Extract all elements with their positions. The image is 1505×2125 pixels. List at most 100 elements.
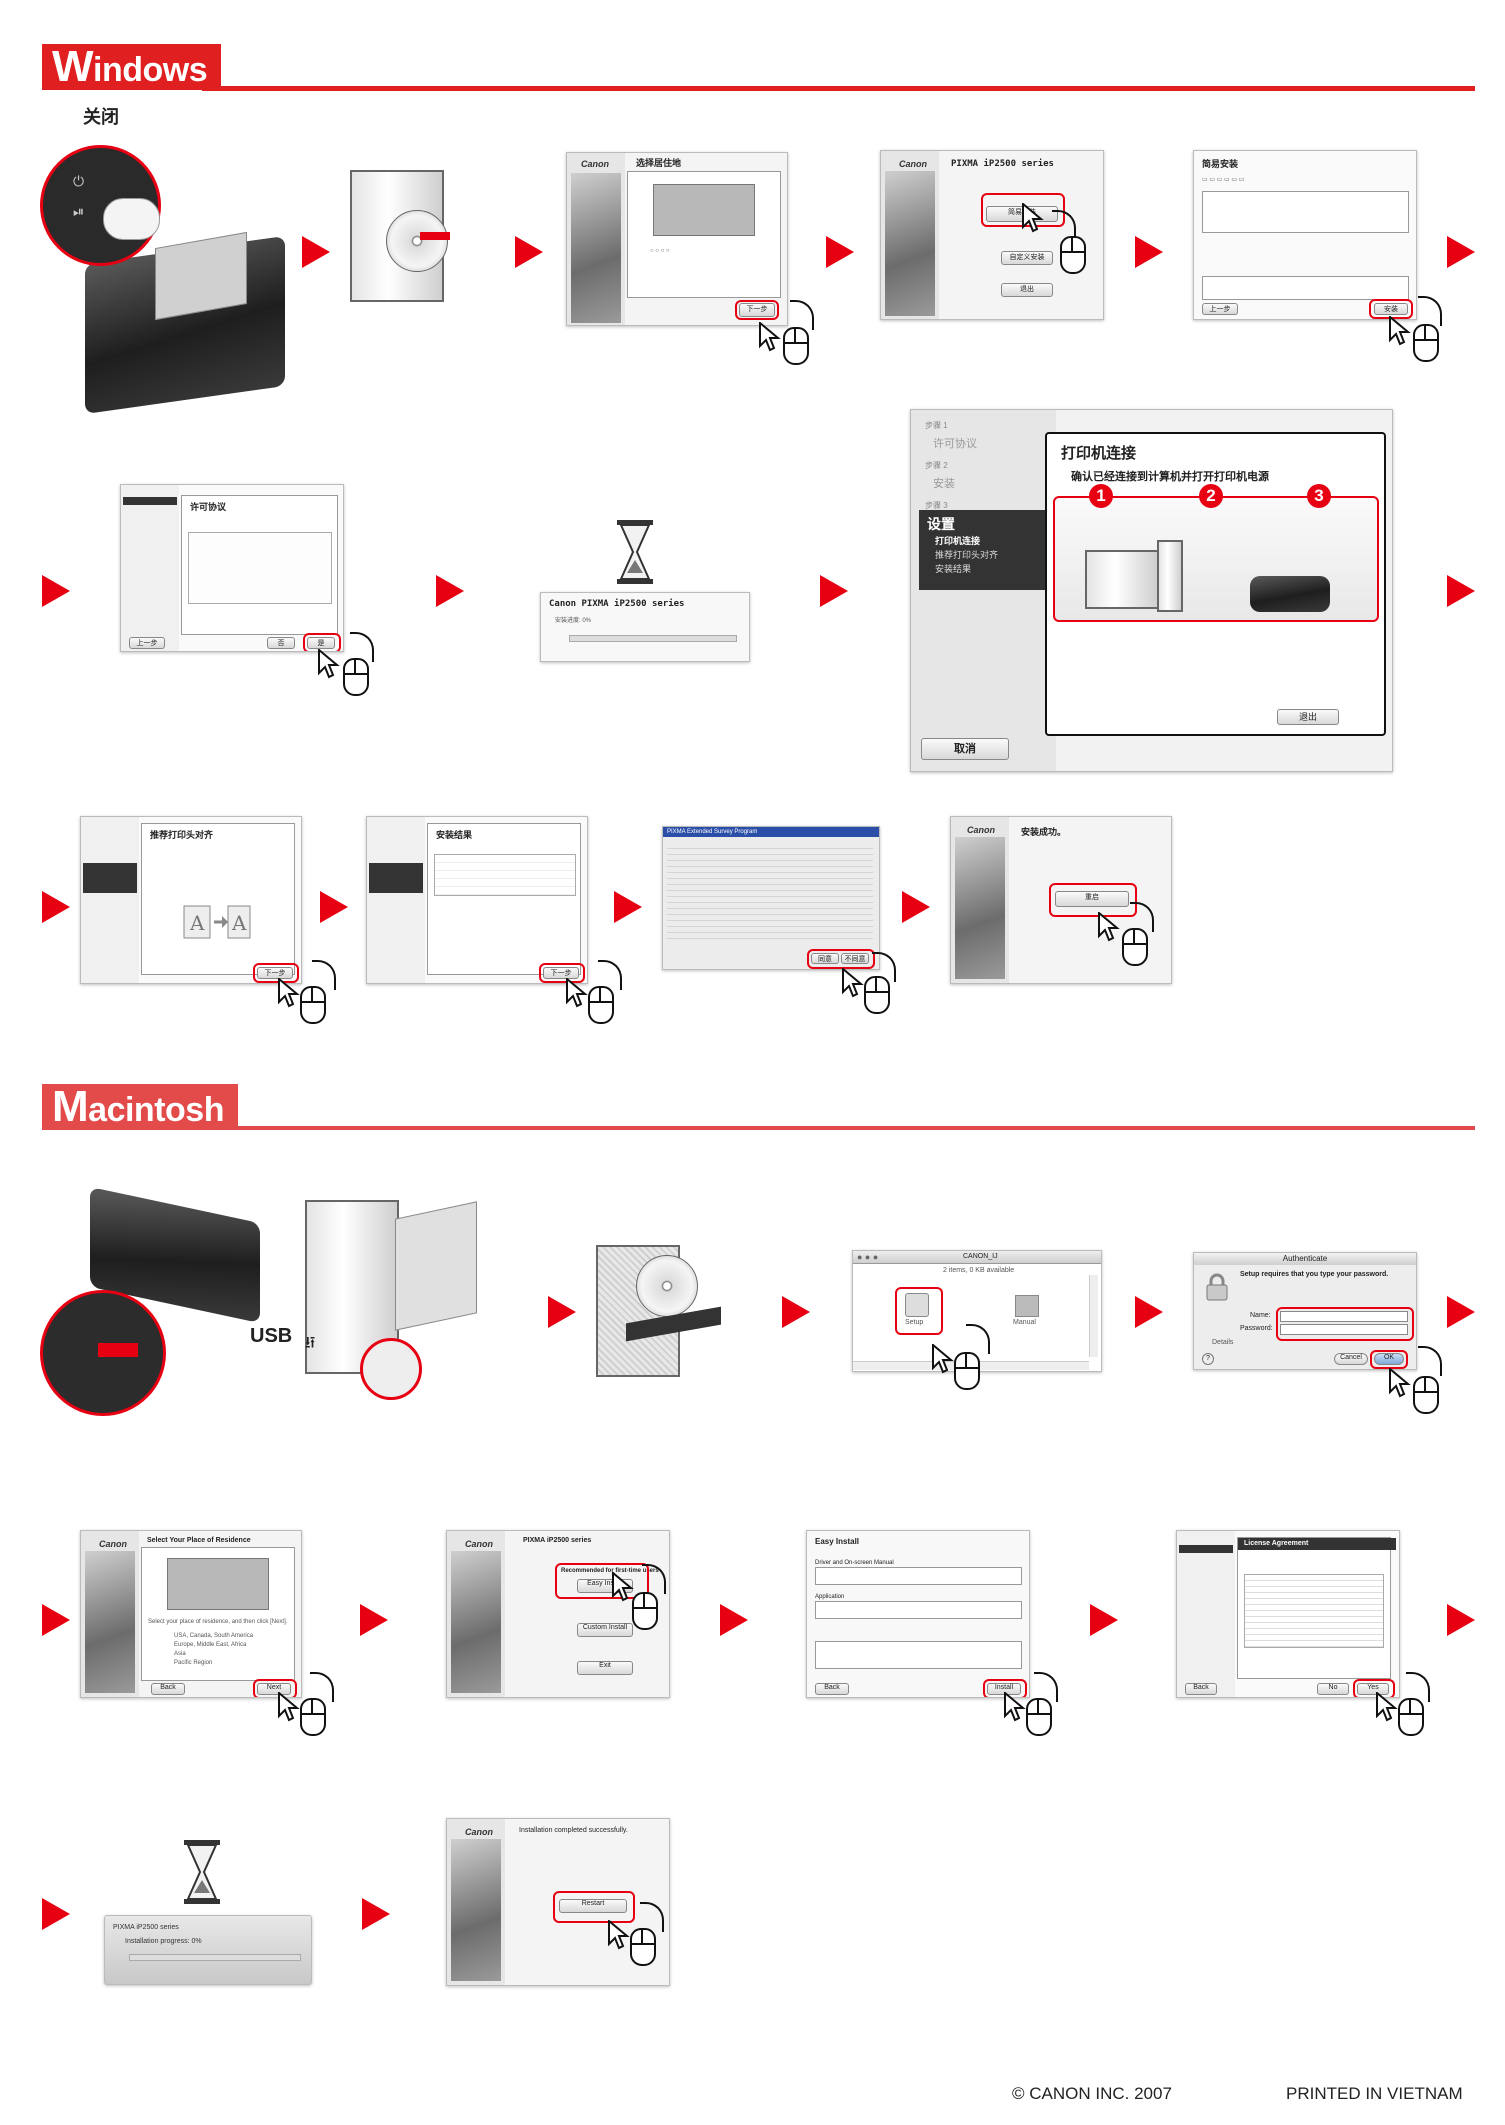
power-icon: ⏻ xyxy=(73,173,85,189)
custom-install-button[interactable]: 自定义安装 xyxy=(1001,251,1053,265)
mouse-cable xyxy=(790,300,814,330)
step-arrow-icon xyxy=(782,1296,810,1328)
step-arrow-icon xyxy=(515,236,543,268)
no-button[interactable]: No xyxy=(1317,1683,1349,1695)
step-arrow-icon xyxy=(826,236,854,268)
mouse-icon xyxy=(1413,1376,1439,1414)
printed-in-text: PRINTED IN VIETNAM xyxy=(1286,2084,1463,2103)
cursor-icon xyxy=(759,320,781,352)
step-arrow-icon xyxy=(1447,575,1475,607)
back-button[interactable]: Back xyxy=(151,1683,185,1695)
exit-button[interactable]: 退出 xyxy=(1001,283,1053,297)
region-option[interactable]: Europe, Middle East, Africa xyxy=(174,1642,247,1648)
scrollbar[interactable] xyxy=(1089,1275,1098,1357)
mouse-icon xyxy=(343,658,369,696)
step-arrow-icon xyxy=(42,575,70,607)
manual-icon[interactable] xyxy=(1015,1295,1039,1317)
cancel-button[interactable]: Cancel xyxy=(1334,1353,1368,1365)
step-arrow-icon xyxy=(42,1604,70,1636)
back-button[interactable]: 上一步 xyxy=(129,637,165,649)
mouse-cable xyxy=(1418,296,1442,326)
windows-rule xyxy=(202,86,1475,91)
region-option[interactable]: Pacific Region xyxy=(174,1660,213,1666)
mac-usb-port-zoom xyxy=(360,1338,422,1400)
printer-image xyxy=(1250,576,1330,612)
yes-button[interactable]: 是 xyxy=(307,637,335,649)
step-arrow-icon xyxy=(320,891,348,923)
cursor-icon xyxy=(1389,1366,1411,1398)
password-field[interactable] xyxy=(1280,1324,1408,1335)
copyright-text: © CANON INC. 2007 xyxy=(1012,2084,1172,2103)
mac-installing-progress-dialog: PIXMA iP2500 series Installation progres… xyxy=(104,1915,312,1985)
mac-install-complete-dialog: Canon Installation completed successfull… xyxy=(446,1818,670,1986)
mouse-cable xyxy=(1052,210,1076,240)
mouse-icon xyxy=(1398,1698,1424,1736)
mac-rule xyxy=(222,1126,1475,1130)
mouse-icon xyxy=(1122,928,1148,966)
step-arrow-icon xyxy=(302,236,330,268)
usb-symbol-icon: ⭿ xyxy=(305,1335,316,1352)
monitor-image xyxy=(1085,550,1159,609)
step-arrow-icon xyxy=(1090,1604,1118,1636)
name-field[interactable] xyxy=(1280,1311,1408,1322)
cursor-icon xyxy=(932,1342,954,1374)
help-icon[interactable]: ? xyxy=(1202,1353,1214,1365)
cursor-icon xyxy=(1022,201,1044,233)
cursor-icon xyxy=(278,1690,300,1722)
disagree-button[interactable]: 不同意 xyxy=(841,953,869,964)
custom-install-button[interactable]: Custom Install xyxy=(577,1623,633,1637)
setup-icon[interactable] xyxy=(905,1293,929,1317)
no-button[interactable]: 否 xyxy=(267,637,295,649)
agree-button[interactable]: 同意 xyxy=(811,953,839,964)
back-button[interactable]: Back xyxy=(1185,1683,1217,1695)
install-button[interactable]: 安装 xyxy=(1374,303,1408,315)
finger-icon xyxy=(103,198,160,240)
cursor-icon xyxy=(1098,910,1120,942)
lock-icon xyxy=(1204,1273,1230,1301)
cd-insert-illustration xyxy=(350,170,480,302)
step-number-3: 3 xyxy=(1307,484,1331,508)
step-arrow-icon xyxy=(614,891,642,923)
step-arrow-icon xyxy=(1447,236,1475,268)
cursor-icon xyxy=(566,976,588,1008)
license-agreement-dialog: 许可协议 上一步 否 是 xyxy=(120,484,344,652)
usb-port-zoom xyxy=(40,1290,166,1416)
mouse-icon xyxy=(630,1928,656,1966)
hourglass-icon xyxy=(182,1840,222,1904)
mouse-cable xyxy=(350,632,374,662)
mouse-icon xyxy=(1026,1698,1052,1736)
pc-tower xyxy=(1157,540,1183,612)
svg-text:A: A xyxy=(231,911,247,935)
mouse-cable xyxy=(1418,1346,1442,1376)
next-button[interactable]: 下一步 xyxy=(257,967,293,979)
exit-button[interactable]: Exit xyxy=(577,1661,633,1675)
next-button[interactable]: Next xyxy=(257,1683,291,1695)
restart-button[interactable]: Restart xyxy=(559,1899,627,1913)
region-option[interactable]: USA, Canada, South America xyxy=(174,1633,254,1639)
ok-button[interactable]: OK xyxy=(1374,1353,1404,1365)
back-button[interactable]: 上一步 xyxy=(1202,303,1238,315)
exit-button[interactable]: 退出 xyxy=(1277,709,1339,725)
back-button[interactable]: Back xyxy=(815,1683,849,1695)
step-arrow-icon xyxy=(42,891,70,923)
select-residence-dialog: Canon Select Your Place of Residence Sel… xyxy=(80,1530,302,1698)
step-arrow-icon xyxy=(362,1898,390,1930)
next-button[interactable]: 下一步 xyxy=(543,967,579,979)
hourglass-icon xyxy=(615,520,655,584)
step-arrow-icon xyxy=(1135,236,1163,268)
step-arrow-icon xyxy=(42,1898,70,1930)
yes-button[interactable]: Yes xyxy=(1357,1683,1389,1695)
mouse-cable xyxy=(310,1672,334,1702)
restart-button[interactable]: 重启 xyxy=(1055,891,1129,907)
mouse-icon xyxy=(300,986,326,1024)
cursor-icon xyxy=(318,647,340,679)
authenticate-dialog: Authenticate Setup requires that you typ… xyxy=(1193,1252,1417,1370)
step-arrow-icon xyxy=(1135,1296,1163,1328)
cancel-button[interactable]: 取消 xyxy=(921,738,1009,760)
window-controls-icon[interactable]: ● ● ● xyxy=(857,1252,879,1262)
mouse-cable xyxy=(1406,1672,1430,1702)
region-option[interactable]: Asia xyxy=(174,1651,186,1657)
cursor-icon xyxy=(612,1570,634,1602)
next-button[interactable]: 下一步 xyxy=(739,303,775,317)
